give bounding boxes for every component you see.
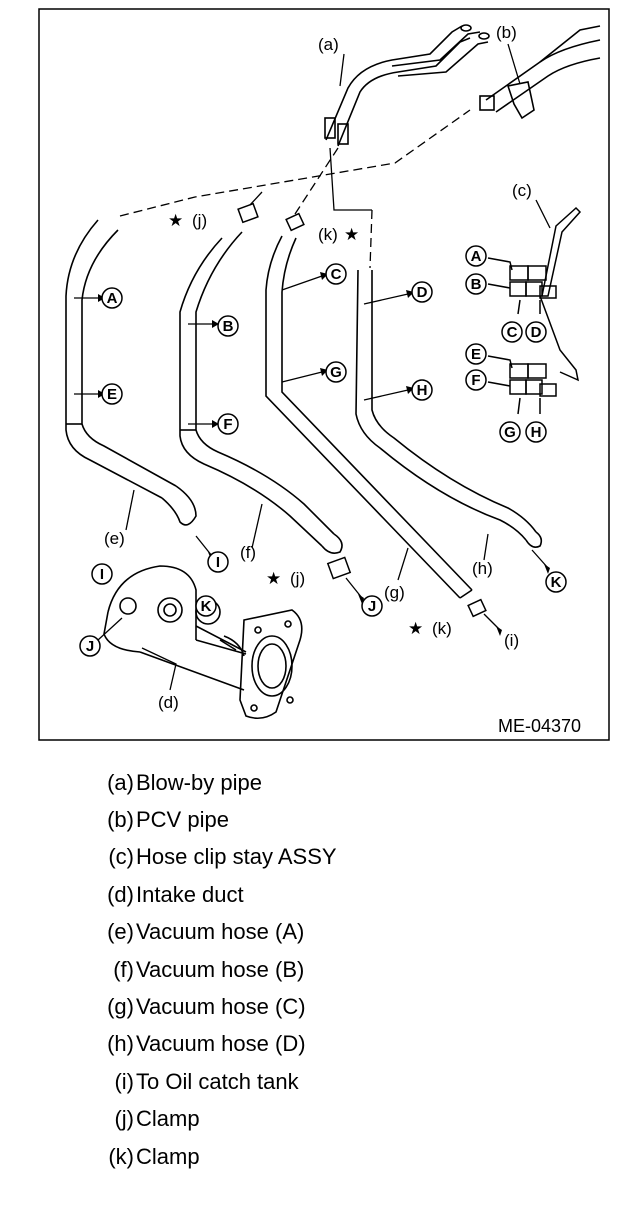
legend-text: Intake duct	[136, 881, 244, 907]
clamp-j-top	[237, 202, 259, 224]
label-h: (h)	[472, 559, 493, 578]
circle-b-stay: B	[471, 276, 482, 293]
label-j-bottom: (j)	[290, 569, 305, 588]
pcv-pipe	[479, 25, 601, 120]
label-j-top: (j)	[192, 211, 207, 230]
legend-key: (a)	[107, 769, 134, 795]
vacuum-hose-b	[179, 231, 343, 554]
star-j-bottom: ★	[266, 569, 281, 588]
star-k-bottom: ★	[408, 619, 423, 638]
label-c: (c)	[512, 181, 532, 200]
circle-h-hose-h: H	[417, 382, 428, 399]
connection-dashes	[119, 109, 471, 269]
star-k-top: ★	[344, 225, 359, 244]
star-j-top: ★	[168, 211, 183, 230]
legend: (a)Blow-by pipe (b)PCV pipe (c)Hose clip…	[78, 764, 337, 1175]
label-k-top: (k)	[318, 225, 338, 244]
legend-key: (b)	[107, 807, 134, 833]
circle-d-hose-h: D	[417, 284, 428, 301]
leader-lines	[74, 43, 551, 691]
circle-c-hose-g: C	[331, 266, 342, 283]
legend-key: (k)	[108, 1143, 134, 1169]
hose-routing-diagram: (a) (b) (c) (d) (e) (f) (g) (h) (i) (j) …	[38, 8, 610, 741]
legend-text: Vacuum hose (C)	[136, 994, 306, 1020]
label-i: (i)	[504, 631, 519, 650]
legend-item: (f)Vacuum hose (B)	[78, 951, 337, 988]
legend-text: Vacuum hose (B)	[136, 956, 305, 982]
legend-text: Clamp	[136, 1143, 200, 1169]
circle-k-duct: K	[201, 598, 212, 615]
vacuum-hose-d	[355, 269, 543, 548]
circle-f-hose-f: F	[223, 416, 232, 433]
legend-key: (f)	[113, 956, 134, 982]
figure-id: ME-04370	[498, 716, 581, 736]
circle-j-hose-end: J	[368, 598, 376, 615]
legend-key: (h)	[107, 1031, 134, 1057]
legend-item: (e)Vacuum hose (A)	[78, 914, 337, 951]
legend-item: (k)Clamp	[78, 1138, 337, 1175]
legend-key: (e)	[107, 919, 134, 945]
label-f: (f)	[240, 543, 256, 562]
legend-item: (j)Clamp	[78, 1101, 337, 1138]
intake-duct	[103, 565, 303, 720]
legend-item: (b)PCV pipe	[78, 801, 337, 838]
legend-key: (g)	[107, 994, 134, 1020]
circle-e-hose-e: E	[107, 386, 117, 403]
circle-h-stay: H	[531, 424, 542, 441]
legend-item: (i)To Oil catch tank	[78, 1063, 337, 1100]
vacuum-hose-c	[265, 235, 473, 599]
vacuum-hose-a	[65, 219, 197, 526]
legend-text: Vacuum hose (A)	[136, 919, 305, 945]
clamp-k-top	[285, 212, 305, 232]
label-e: (e)	[104, 529, 125, 548]
circle-a-stay: A	[471, 248, 482, 265]
clamp-k-bottom	[467, 598, 487, 618]
figure-frame	[38, 8, 610, 741]
legend-item: (h)Vacuum hose (D)	[78, 1026, 337, 1063]
legend-text: Hose clip stay ASSY	[136, 844, 337, 870]
blow-by-pipe	[324, 24, 490, 147]
circle-i-hose-end: I	[216, 554, 220, 571]
circle-f-stay: F	[471, 372, 480, 389]
label-a: (a)	[318, 35, 339, 54]
legend-text: PCV pipe	[136, 807, 229, 833]
legend-text: Blow-by pipe	[136, 769, 262, 795]
label-k-bottom: (k)	[432, 619, 452, 638]
label-g: (g)	[384, 583, 405, 602]
circle-g-stay: G	[504, 424, 516, 441]
clamp-j-bottom	[326, 556, 352, 580]
circle-b-hose-f: B	[223, 318, 234, 335]
circle-e-stay: E	[471, 346, 481, 363]
circle-k-hose-end: K	[551, 574, 562, 591]
circle-a-hose-e: A	[107, 290, 118, 307]
legend-key: (d)	[107, 881, 134, 907]
legend-item: (d)Intake duct	[78, 876, 337, 913]
label-d: (d)	[158, 693, 179, 712]
circle-g-hose-g: G	[330, 364, 342, 381]
circle-d-stay: D	[531, 324, 542, 341]
label-b: (b)	[496, 23, 517, 42]
circle-c-stay: C	[507, 324, 518, 341]
legend-key: (j)	[114, 1106, 134, 1132]
legend-text: Clamp	[136, 1106, 200, 1132]
legend-item: (c)Hose clip stay ASSY	[78, 839, 337, 876]
legend-text: To Oil catch tank	[136, 1068, 299, 1094]
circle-j-duct: J	[86, 638, 94, 655]
legend-key: (c)	[108, 844, 134, 870]
legend-item: (g)Vacuum hose (C)	[78, 988, 337, 1025]
legend-item: (a)Blow-by pipe	[78, 764, 337, 801]
legend-key: (i)	[114, 1068, 134, 1094]
legend-text: Vacuum hose (D)	[136, 1031, 306, 1057]
circle-i-duct: I	[100, 566, 104, 583]
hose-clip-stay	[487, 206, 582, 415]
